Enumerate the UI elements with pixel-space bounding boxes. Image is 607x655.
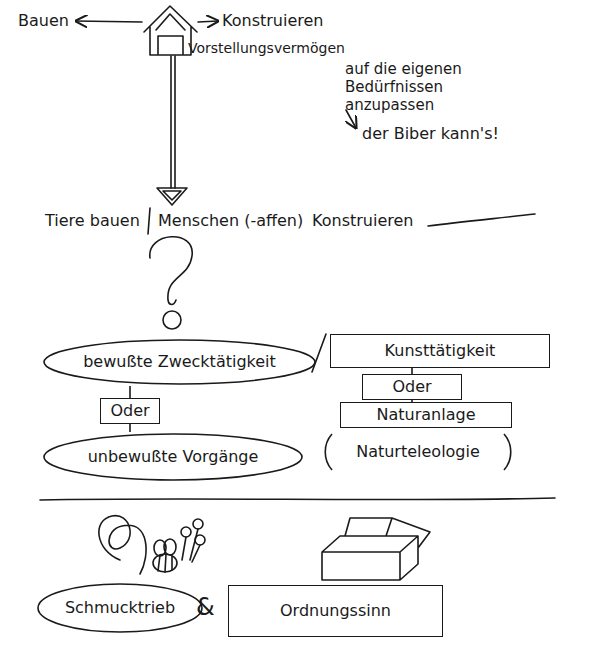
concept-oval: Schmucktrieb	[36, 582, 204, 634]
node-text: unbewußte Vorgänge	[88, 447, 259, 466]
node-text: Naturteleologie	[356, 442, 480, 461]
concept-oval: unbewußte Vorgänge	[42, 432, 304, 482]
node-text: Kunsttätigkeit	[385, 341, 496, 360]
ampersand: &	[196, 593, 215, 622]
node-text: Oder	[392, 377, 431, 396]
node-text: Naturanlage	[377, 405, 476, 424]
slash	[312, 334, 326, 372]
or-box: Oder	[100, 398, 160, 424]
text-wrap: Kunsttätigkeit	[385, 341, 496, 360]
arrow-right	[198, 21, 218, 22]
note-text: Vorstellungsvermögen	[188, 40, 345, 57]
scribble	[99, 516, 146, 574]
concept-box: Ordnungssinn	[228, 585, 443, 637]
category-label: Menschen (-affen)	[158, 211, 303, 230]
action-label: Bauen	[18, 11, 69, 30]
category-label: Tiere bauen	[45, 211, 140, 230]
concept-box: Kunsttätigkeit	[330, 334, 550, 368]
note-text: auf die eigenen Bedürfnissen anzupassen	[345, 60, 513, 114]
bee-wing	[164, 539, 176, 555]
tail-line	[428, 214, 535, 226]
text-wrap: Naturteleologie	[356, 442, 480, 461]
bee-body	[153, 554, 177, 572]
arrow-left	[76, 21, 142, 22]
flower	[193, 519, 203, 529]
flower	[181, 527, 191, 537]
connector-line	[129, 386, 131, 398]
concept-oval: bewußte Zwecktätigkeit	[42, 338, 317, 386]
or-box: Oder	[362, 374, 462, 400]
node-text: Schmucktrieb	[65, 598, 175, 617]
stem-line	[174, 56, 176, 188]
text-wrap: bewußte Zwecktätigkeit	[83, 352, 276, 371]
text-wrap: Oder	[392, 377, 431, 396]
node-text: Oder	[110, 401, 149, 420]
divider-line	[40, 498, 555, 500]
text-wrap: Ordnungssinn	[280, 601, 391, 620]
note-text: der Biber kann's!	[362, 124, 499, 143]
category-label: Konstruieren	[312, 211, 413, 230]
text-wrap: Schmucktrieb	[65, 598, 175, 617]
action-label: Konstruieren	[222, 11, 323, 30]
question-mark	[150, 237, 192, 305]
box-illustration	[322, 518, 430, 580]
node-text: Ordnungssinn	[280, 601, 391, 620]
question-dot	[163, 311, 181, 329]
separator-bar	[148, 208, 150, 234]
flower-stems	[182, 529, 200, 562]
text-wrap: unbewußte Vorgänge	[88, 447, 259, 466]
triangle-symbol	[157, 188, 187, 205]
stem-line	[170, 56, 172, 188]
concept-box: Naturanlage	[340, 402, 512, 428]
text-wrap: Oder	[110, 401, 149, 420]
concept-parentheses: Naturteleologie	[322, 432, 514, 472]
node-text: bewußte Zwecktätigkeit	[83, 352, 276, 371]
text-wrap: Naturanlage	[377, 405, 476, 424]
connector-line	[129, 424, 131, 432]
